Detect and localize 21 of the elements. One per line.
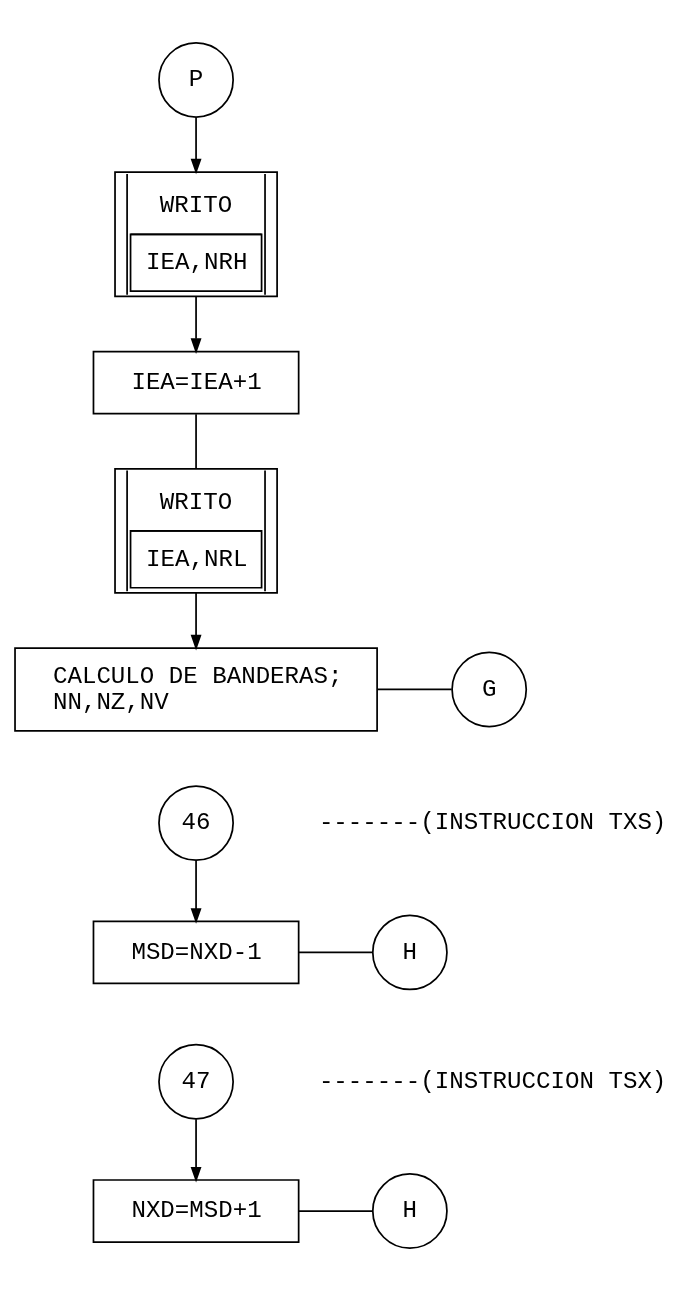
node-circle: 46 — [158, 785, 234, 861]
node-box: IEA=IEA+1 — [92, 350, 300, 415]
node-label: -------(INSTRUCCION TSX) — [318, 1068, 667, 1096]
arrow — [190, 859, 202, 924]
node-box: MSD=NXD-1 — [92, 920, 300, 985]
node-circle: H — [371, 1173, 448, 1249]
arrow — [190, 1118, 202, 1183]
arrow — [190, 592, 202, 651]
connector — [297, 951, 374, 954]
node-circle: P — [158, 42, 234, 118]
node-label: -------(INSTRUCCION TXS) — [318, 809, 667, 837]
arrow — [190, 116, 202, 175]
arrow — [190, 295, 202, 354]
node-box: CALCULO DE BANDERAS; NN,NZ,NV — [14, 647, 378, 732]
connector — [297, 1210, 374, 1212]
node-circle: 47 — [158, 1043, 234, 1120]
node-box: NXD=MSD+1 — [92, 1179, 300, 1243]
node-circle: G — [451, 651, 528, 728]
connector — [195, 413, 197, 470]
node-circle: H — [371, 914, 448, 991]
connector — [376, 688, 453, 691]
